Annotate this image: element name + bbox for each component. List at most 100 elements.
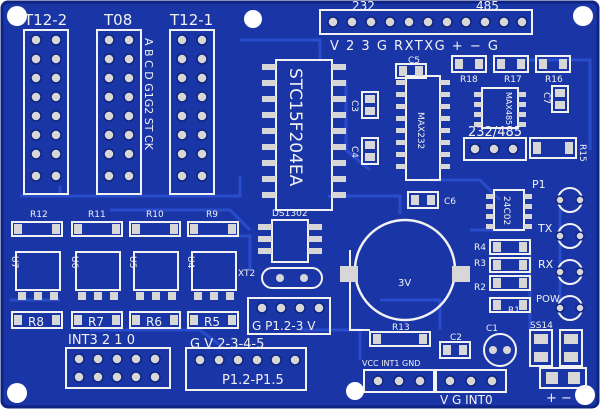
cap-c1: [483, 333, 517, 367]
cap-c3: [361, 91, 379, 119]
label-p1: P1: [532, 178, 546, 191]
block-u7: [15, 251, 61, 300]
label-vcc-int1-gnd: VCC INT1 GND: [362, 359, 420, 368]
mcu-footprint: [262, 59, 346, 211]
battery-holder: [340, 218, 470, 331]
resistor-r13: [369, 331, 431, 347]
label-r7: R7: [88, 315, 104, 329]
label-r15: R15: [577, 144, 587, 162]
diode-ss14: [529, 329, 583, 367]
resistor-r3: [489, 257, 531, 273]
label-r16: R16: [545, 75, 563, 85]
resistor-r10: [129, 221, 181, 237]
label-c3: C3: [349, 100, 359, 112]
block-u6: [75, 251, 121, 300]
rtc-ds1302: [258, 219, 322, 263]
resistor-r15: [529, 137, 577, 159]
label-max232: MAX232: [415, 112, 425, 149]
cap-c7: [551, 85, 569, 113]
label-r13: R13: [392, 323, 410, 333]
label-232-485: 232/485: [468, 125, 522, 140]
label-r4: R4: [474, 243, 486, 253]
label-r5: R5: [204, 315, 220, 329]
label-t12-2: T12-2: [23, 11, 67, 29]
resistor-row-low-pads: [14, 315, 236, 325]
label-c1: C1: [486, 324, 498, 334]
label-u5: U5: [127, 256, 137, 268]
label-gv-row: G V 2-3-4-5: [190, 337, 264, 352]
resistor-r12: [11, 221, 63, 237]
label-battery: 3V: [398, 278, 411, 289]
max232-footprint: [396, 75, 450, 181]
crystal-xt2: [261, 267, 323, 289]
label-c6: C6: [444, 197, 456, 207]
cap-c6: [407, 191, 439, 209]
label-r12: R12: [30, 210, 48, 220]
label-top-header: V 2 3 G RXTXG + − G: [330, 39, 499, 54]
resistor-r17: [493, 55, 529, 73]
eeprom-24c02: [486, 189, 532, 231]
header-int0: [435, 369, 507, 393]
label-r9: R9: [206, 210, 218, 220]
cap-c4: [361, 137, 379, 165]
label-rx: RX: [538, 258, 554, 271]
label-r10: R10: [146, 210, 164, 220]
label-pow: POW: [536, 294, 560, 305]
label-r1: R1: [508, 306, 520, 316]
label-t08: T08: [103, 11, 132, 29]
resistor-r9: [187, 221, 239, 237]
resistor-r2: [489, 275, 531, 291]
label-vg-int0: V G INT0: [440, 393, 493, 407]
label-abc: A B C D G1G2 ST CK: [142, 38, 155, 151]
header-t12-1: [169, 29, 215, 195]
resistor-row-low: [11, 311, 239, 329]
max485-footprint: [474, 87, 526, 129]
mount-hole-bl: [7, 383, 27, 403]
mount-hole-tl: [7, 6, 27, 26]
label-tx: TX: [537, 222, 553, 235]
label-232: 232: [352, 0, 375, 13]
label-r11: R11: [88, 210, 106, 220]
label-c7: C7: [541, 92, 551, 104]
resistor-r4: [489, 239, 531, 255]
mount-hole-br: [575, 385, 595, 405]
label-r2: R2: [474, 283, 486, 293]
resistor-r16: [535, 55, 571, 73]
block-u4: [191, 251, 237, 300]
label-u7: U7: [9, 256, 19, 268]
label-gp123: G P1.2-3 V: [252, 319, 316, 333]
resistor-r18: [451, 55, 487, 73]
label-ss14: SS14: [530, 321, 553, 331]
cap-c5: [395, 63, 427, 79]
label-r6: R6: [146, 315, 162, 329]
label-xt2: XT2: [238, 269, 255, 279]
label-u6: U6: [69, 256, 79, 269]
label-p12-p15: P1.2-P1.5: [222, 373, 284, 388]
label-t12-1: T12-1: [169, 11, 213, 29]
label-485: 485: [476, 0, 499, 13]
label-r8: R8: [28, 315, 44, 329]
label-u4: U4: [185, 256, 195, 269]
label-r3: R3: [474, 259, 486, 269]
mount-hole-tm: [244, 10, 262, 28]
label-c4: C4: [349, 146, 359, 158]
label-chip: STC15F204EA: [285, 68, 305, 187]
header-t12-2: [23, 29, 69, 195]
label-24c02: 24C02: [501, 196, 511, 225]
mount-hole-bm: [346, 382, 364, 400]
resistor-r11: [71, 221, 123, 237]
cap-c2: [439, 341, 471, 359]
label-r18: R18: [460, 75, 478, 85]
label-c2: C2: [450, 333, 462, 343]
header-int1: [363, 369, 435, 393]
label-r17: R17: [504, 75, 522, 85]
label-c5: C5: [408, 56, 420, 66]
header-p12-p15: [185, 347, 307, 391]
label-plus-minus: + −: [546, 391, 572, 406]
top-header-pads: [319, 9, 533, 35]
mount-hole-tr: [573, 6, 593, 26]
label-max485: MAX485: [504, 92, 513, 125]
block-u5: [133, 251, 179, 300]
